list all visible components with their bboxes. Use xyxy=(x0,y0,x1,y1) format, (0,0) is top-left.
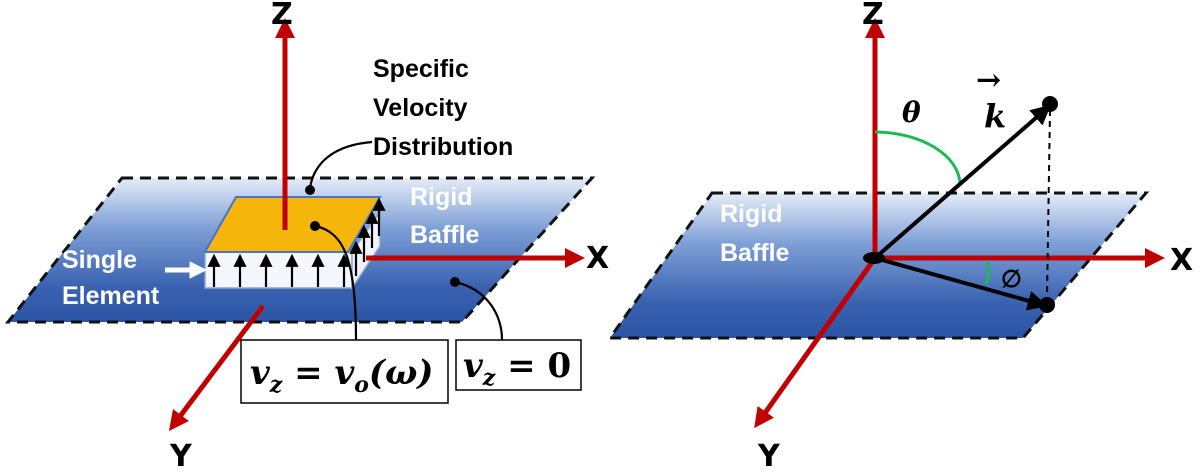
source-leader-line xyxy=(314,224,358,341)
projection-dot xyxy=(1039,297,1055,313)
right-panel: Rigid Baffle Z X Y θ → k ∅ xyxy=(607,0,1193,472)
single-element-label-2: Element xyxy=(62,282,160,310)
left-panel: Z X Y Specific Velocity Distribution Rig… xyxy=(4,0,609,472)
phi-arc xyxy=(984,261,991,285)
rigid-baffle-label-2: Baffle xyxy=(410,221,480,249)
velocity-patch xyxy=(203,196,382,253)
z-axis-label: Z xyxy=(271,0,293,32)
leader-dot xyxy=(305,185,315,195)
velocity-arrows xyxy=(207,197,386,287)
baffle-leader-line xyxy=(454,280,504,341)
baffle-equation: vz = 0 xyxy=(463,346,571,391)
rigid-baffle-label-1: Rigid xyxy=(410,183,473,211)
y-axis-label: Y xyxy=(757,439,781,472)
y-axis-label: Y xyxy=(169,439,193,472)
k-vector-arrow: → xyxy=(976,63,1001,98)
source-equation-box xyxy=(240,339,449,404)
rigid-baffle-label-1: Rigid xyxy=(720,200,783,228)
distribution-leader-line xyxy=(308,140,373,189)
y-axis-arrow xyxy=(168,304,265,431)
phi-symbol: ∅ xyxy=(1001,264,1022,293)
k-symbol: k xyxy=(984,97,1006,135)
baffle-equation-box xyxy=(455,339,582,391)
single-element-face xyxy=(204,251,353,289)
theta-symbol: θ xyxy=(902,96,921,129)
k-tip-dot xyxy=(1042,96,1058,112)
y-axis-arrow xyxy=(754,256,878,429)
callout-line-2: Velocity xyxy=(373,94,468,122)
single-element-label-1: Single xyxy=(62,246,137,274)
wave-vector-k xyxy=(873,104,1052,260)
x-axis-label: X xyxy=(1170,243,1193,278)
rigid-baffle-plane xyxy=(607,191,1150,340)
x-axis-label: X xyxy=(586,241,609,276)
projection-vector xyxy=(874,256,1048,311)
source-equation: vz = vo(ω) xyxy=(250,353,433,398)
callout-line-1: Specific xyxy=(373,55,469,83)
z-axis-label: Z xyxy=(862,0,884,32)
rigid-baffle-label-2: Baffle xyxy=(720,239,790,267)
projection-line xyxy=(1046,109,1051,299)
callout-line-3: Distribution xyxy=(373,133,513,161)
theta-arc xyxy=(874,130,962,186)
